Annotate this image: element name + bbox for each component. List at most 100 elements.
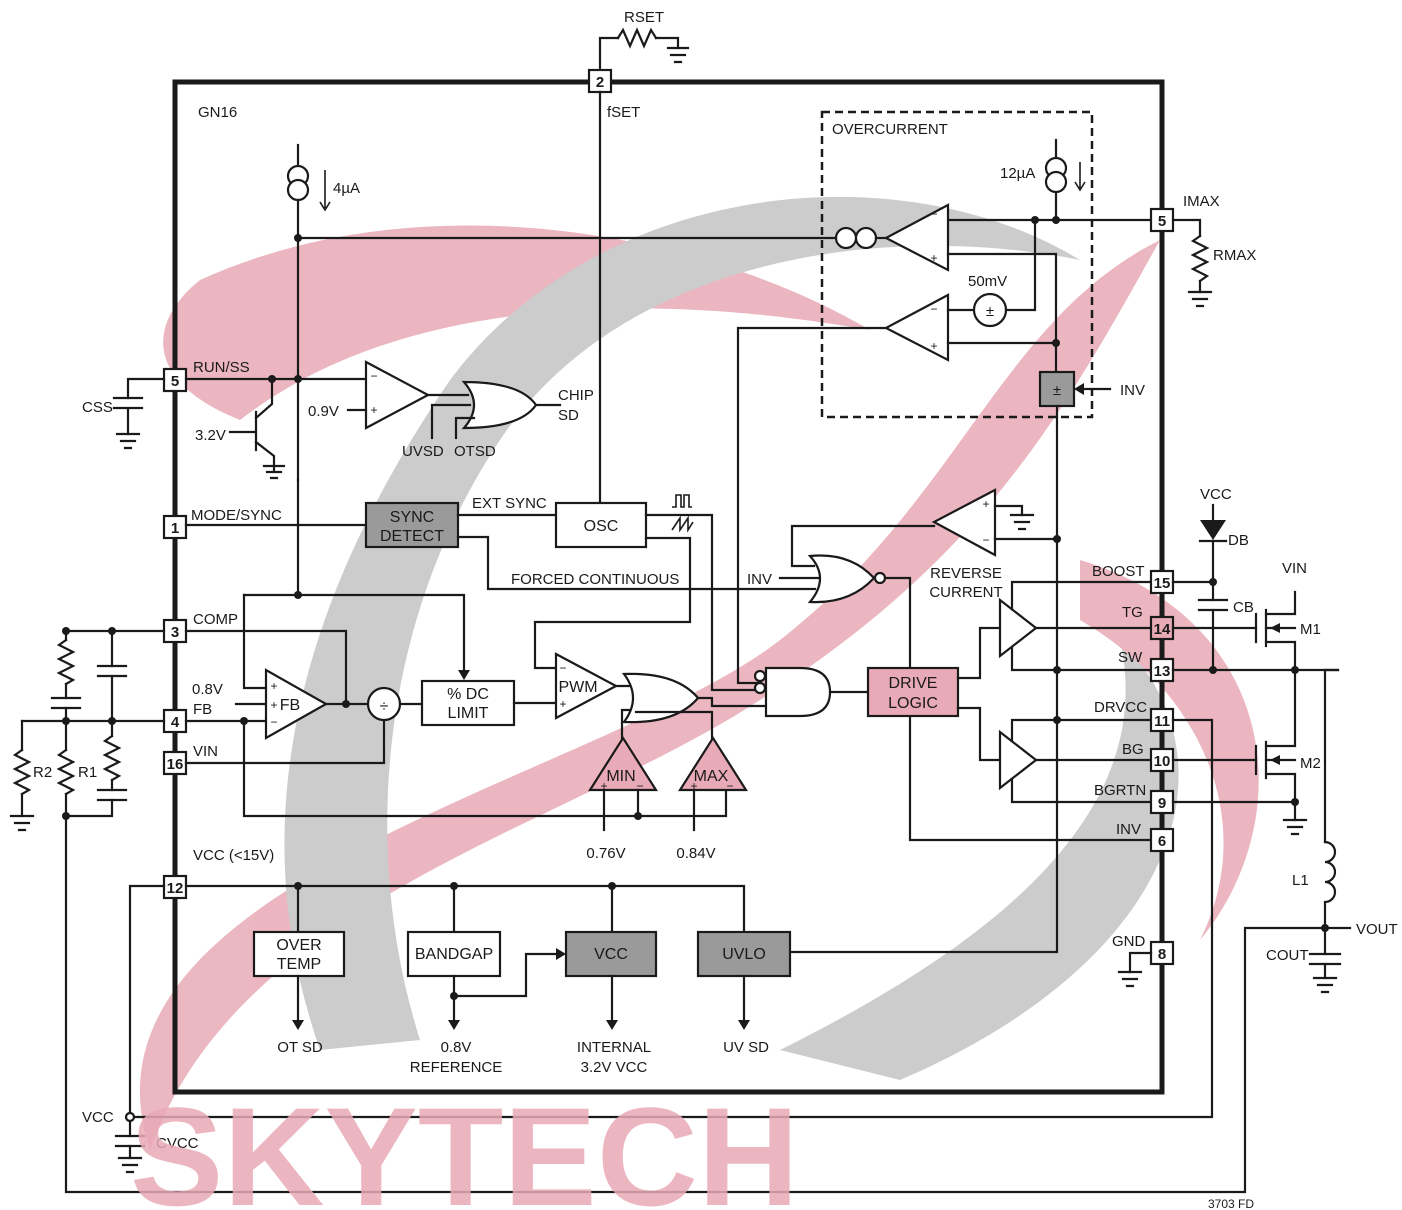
- pin-bg-label: BG: [1122, 741, 1144, 758]
- pin-runss-label: RUN/SS: [193, 359, 250, 376]
- sync-detect-block: [364, 501, 460, 549]
- bg-driver: [998, 729, 1038, 791]
- reverse-current-label-2: CURRENT: [929, 584, 1002, 601]
- internal-label-2: 3.2V VCC: [581, 1059, 648, 1076]
- vout-label: VOUT: [1356, 921, 1398, 938]
- reverse-current-comparator: [931, 488, 997, 557]
- m1-label: M1: [1300, 621, 1321, 638]
- pin-sw-label: SW: [1118, 649, 1143, 666]
- pin-drvcc-label: DRVCC: [1094, 699, 1147, 716]
- label-0v9: 0.9V: [308, 403, 339, 420]
- reverse-current-label-1: REVERSE: [930, 565, 1002, 582]
- ramp-icon: [671, 515, 694, 533]
- l1-label: L1: [1292, 872, 1309, 889]
- fb-error-amp: [264, 668, 329, 740]
- and-gate: [764, 666, 832, 718]
- nor-gate: [807, 554, 876, 604]
- svg-text:÷: ÷: [380, 698, 389, 715]
- ext-sync-label: EXT SYNC: [472, 495, 547, 512]
- pin-10-number: 10: [1154, 753, 1171, 770]
- pin-tg-label: TG: [1122, 604, 1143, 621]
- rset-label: RSET: [624, 9, 664, 26]
- pin-2-label: fSET: [607, 104, 640, 121]
- chip-sd-or-gate: [461, 380, 538, 430]
- rset-network: [598, 27, 690, 73]
- svg-text:+: +: [370, 403, 377, 417]
- rmax-label: RMAX: [1213, 247, 1256, 264]
- label-50mv: 50mV: [968, 273, 1007, 290]
- svg-text:FB: FB: [280, 697, 300, 714]
- overcurrent-block: [820, 110, 1094, 419]
- svg-text:LIMIT: LIMIT: [448, 705, 489, 722]
- min-comparator: [587, 735, 659, 792]
- svg-text:BANDGAP: BANDGAP: [415, 946, 493, 963]
- label-0v8: 0.8V: [192, 681, 223, 698]
- chip-sd-label-1: CHIP: [558, 387, 594, 404]
- svg-text:+: +: [270, 679, 277, 693]
- cb-label: CB: [1233, 599, 1254, 616]
- pin-gnd-label: GND: [1112, 933, 1146, 950]
- label-3v2: 3.2V: [195, 427, 226, 444]
- pin-boost-label: BOOST: [1092, 563, 1145, 580]
- svg-text:MIN: MIN: [606, 768, 635, 785]
- pin-vcc-label: VCC (<15V): [193, 847, 274, 864]
- pwm-or-gate: [621, 672, 700, 724]
- pin-modesync-label: MODE/SYNC: [191, 507, 282, 524]
- pin-bgrtn-label: BGRTN: [1094, 782, 1146, 799]
- pin-5-imax-number: 5: [1158, 213, 1166, 230]
- package-label: GN16: [198, 104, 237, 121]
- svg-text:±: ±: [1053, 382, 1061, 399]
- cb-capacitor: [1197, 598, 1229, 612]
- db-label: DB: [1228, 532, 1249, 549]
- pnp-transistor: [228, 377, 286, 480]
- pin-3-number: 3: [171, 624, 179, 641]
- pin-imax-label: IMAX: [1183, 193, 1220, 210]
- svg-text:+: +: [930, 339, 937, 353]
- svg-text:% DC: % DC: [447, 686, 489, 703]
- ref-label-2: REFERENCE: [410, 1059, 503, 1076]
- inv-input-label: INV: [1120, 382, 1145, 399]
- diode-db: [1200, 520, 1226, 540]
- watermark-gray-swoosh: [780, 640, 1179, 1080]
- label-0v84: 0.84V: [676, 845, 715, 862]
- pin-vin-label: VIN: [193, 743, 218, 760]
- mosfet-m2: [1171, 668, 1297, 804]
- chip-sd-label-2: SD: [558, 407, 579, 424]
- pin-4-number: 4: [171, 714, 180, 731]
- svg-text:SYNC: SYNC: [390, 509, 434, 526]
- label-12ua: 12µA: [1000, 165, 1035, 182]
- pwm-comparator: [554, 652, 619, 720]
- uv-sd-label: UV SD: [723, 1039, 769, 1056]
- label-4ua: 4µA: [333, 180, 360, 197]
- pin-fb-label: FB: [193, 701, 212, 718]
- overcurrent-label: OVERCURRENT: [832, 121, 948, 138]
- svg-text:−: −: [982, 533, 989, 547]
- nor-inv-label: INV: [747, 571, 772, 588]
- pin-9-number: 9: [1158, 795, 1166, 812]
- current-source-4ua: [286, 143, 331, 482]
- svg-text:OVER: OVER: [276, 937, 321, 954]
- inductor-l1: [1323, 840, 1337, 930]
- svg-text:−: −: [930, 207, 937, 221]
- svg-text:±: ±: [986, 303, 994, 320]
- svg-text:VCC: VCC: [594, 946, 628, 963]
- svg-text:−: −: [270, 715, 277, 729]
- pin-5-runss-number: 5: [171, 373, 179, 390]
- max-comparator: [677, 735, 749, 792]
- watermark-text: SKYTECH: [130, 1078, 799, 1210]
- svg-text:−: −: [726, 779, 733, 793]
- osc-block: [554, 501, 648, 549]
- internal-label-1: INTERNAL: [577, 1039, 651, 1056]
- pin-1-modesync: [162, 514, 188, 540]
- svg-text:−: −: [636, 779, 643, 793]
- svg-text:+: +: [559, 697, 566, 711]
- m2-label: M2: [1300, 755, 1321, 772]
- svg-text:+: +: [600, 779, 607, 793]
- runss-comparator: [364, 360, 431, 430]
- svg-text:−: −: [370, 369, 377, 383]
- svg-text:+: +: [690, 779, 697, 793]
- pin-12-number: 12: [167, 880, 184, 897]
- svg-text:PWM: PWM: [558, 679, 597, 696]
- css-capacitor: [112, 377, 166, 450]
